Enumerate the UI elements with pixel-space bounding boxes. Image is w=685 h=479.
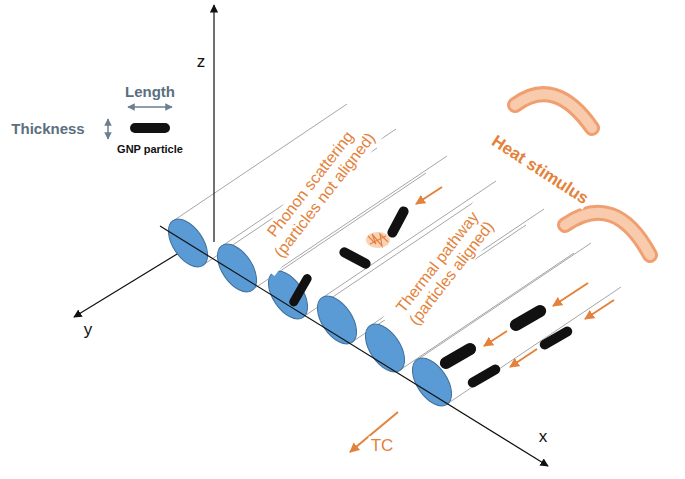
fiber-tubes	[173, 104, 621, 404]
axis-label: y	[82, 320, 95, 340]
gnp-particle	[438, 341, 479, 371]
dimension-label: Length	[123, 83, 177, 100]
fiber-ellipse	[309, 289, 364, 351]
gnp-particle	[466, 363, 502, 390]
thickness-arrow	[107, 119, 109, 139]
gnp-particle	[508, 303, 549, 333]
legend-label: GNP particle	[115, 143, 185, 156]
annotation-label: Phonon scattering (particles not aligned…	[245, 104, 390, 276]
heat-arrow	[416, 187, 442, 204]
heat-arc	[565, 213, 650, 255]
gnp-particle	[130, 123, 170, 133]
gnp-particle	[538, 325, 574, 352]
burst-scribble	[368, 234, 388, 246]
gnp-particle	[288, 272, 314, 308]
gnp-particle	[386, 205, 411, 240]
heat-flow-arrows	[484, 283, 614, 367]
gnp-particle	[338, 246, 373, 271]
annotation-label: Thermal pathway (particles aligned)	[382, 195, 507, 341]
axis-label: x	[537, 427, 550, 447]
length-arrow	[128, 106, 172, 108]
axis-label: z	[195, 52, 208, 72]
heat-arrow	[484, 331, 507, 346]
x-axis	[160, 226, 548, 466]
burst-cloud	[366, 232, 390, 248]
heat-arrow	[553, 283, 588, 306]
dimension-label: Thickness	[9, 120, 86, 137]
annotation-label: TC	[369, 436, 396, 456]
z-axis	[213, 5, 214, 242]
heat-arrow	[510, 349, 537, 367]
heat-arrow	[585, 300, 614, 319]
heat-arc	[515, 94, 592, 128]
phonon-burst	[366, 232, 390, 248]
heat-arc	[515, 94, 592, 128]
annotation-label: Heat stimulus	[486, 130, 593, 209]
heat-arc	[565, 213, 650, 255]
